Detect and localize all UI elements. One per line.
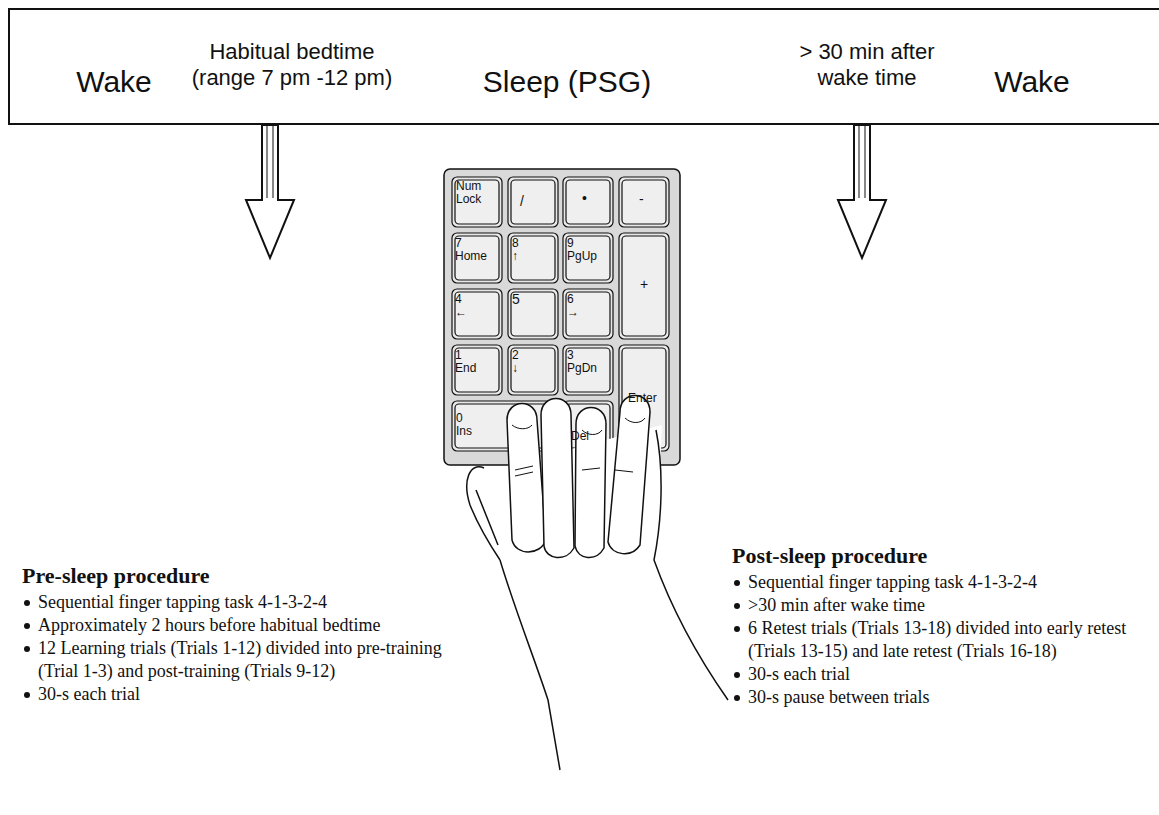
key-label: 9 PgUp bbox=[567, 237, 597, 263]
key bbox=[508, 233, 558, 283]
bullet-dot bbox=[24, 646, 30, 652]
bullet-dot bbox=[734, 580, 740, 586]
bullet-item: >30 min after wake time bbox=[732, 594, 1152, 617]
bullet-text: 12 Learning trials (Trials 1-12) divided… bbox=[38, 637, 462, 683]
block-arrow bbox=[838, 125, 886, 258]
key-face bbox=[511, 236, 555, 280]
procedure-block: Post-sleep procedureSequential finger ta… bbox=[732, 258, 1152, 709]
bullet-text: >30 min after wake time bbox=[748, 594, 1152, 617]
bullet-text: Approximately 2 hours before habitual be… bbox=[38, 614, 462, 637]
procedure-heading: Post-sleep procedure bbox=[732, 543, 1152, 569]
key bbox=[452, 177, 502, 227]
bullet-text: 30-s each trial bbox=[38, 683, 462, 706]
key-face bbox=[622, 236, 666, 336]
key bbox=[452, 345, 502, 395]
key-face bbox=[455, 348, 499, 392]
key-label: 3 PgDn bbox=[567, 349, 597, 375]
key-label: Del bbox=[571, 430, 589, 443]
key bbox=[508, 177, 558, 227]
bullet-item: 30-s each trial bbox=[22, 683, 462, 706]
bullet-dot bbox=[734, 626, 740, 632]
bullet-text: 30-s pause between trials bbox=[748, 686, 1152, 709]
bullet-item: 6 Retest trials (Trials 13-18) divided i… bbox=[732, 617, 1152, 663]
bullet-text: Sequential finger tapping task 4-1-3-2-4 bbox=[748, 571, 1152, 594]
key-label: 5 bbox=[512, 293, 520, 306]
bullet-item: 12 Learning trials (Trials 1-12) divided… bbox=[22, 637, 462, 683]
key bbox=[619, 177, 669, 227]
key-label: 2 ↓ bbox=[512, 349, 519, 375]
key-label: 6 → bbox=[567, 293, 579, 319]
key-face bbox=[566, 180, 610, 224]
key-face bbox=[511, 348, 555, 392]
key-face bbox=[566, 292, 610, 336]
key-face bbox=[455, 404, 555, 448]
key-label: 8 ↑ bbox=[512, 237, 519, 263]
bullet-item: Sequential finger tapping task 4-1-3-2-4 bbox=[732, 571, 1152, 594]
bullet-dot bbox=[24, 623, 30, 629]
key-label: - bbox=[639, 193, 644, 206]
key-label: • bbox=[582, 192, 587, 205]
key-face bbox=[622, 180, 666, 224]
key-label: 4 ← bbox=[455, 293, 467, 319]
bullet-text: Sequential finger tapping task 4-1-3-2-4 bbox=[38, 591, 462, 614]
timeline-band: Wake Habitual bedtime (range 7 pm -12 pm)… bbox=[8, 8, 1159, 125]
key-label: 1 End bbox=[455, 349, 476, 375]
timeline-label: Wake bbox=[994, 65, 1070, 99]
bullet-dot bbox=[24, 600, 30, 606]
key bbox=[452, 289, 502, 339]
bullet-item: 30-s each trial bbox=[732, 663, 1152, 686]
key bbox=[452, 233, 502, 283]
bullet-dot bbox=[734, 603, 740, 609]
block-arrow bbox=[246, 125, 294, 258]
timeline-label: Sleep (PSG) bbox=[483, 65, 651, 99]
key bbox=[563, 233, 613, 283]
bullet-dot bbox=[734, 695, 740, 701]
key-face bbox=[566, 348, 610, 392]
key-label: + bbox=[640, 278, 648, 291]
key-face bbox=[566, 236, 610, 280]
bullet-text: 30-s each trial bbox=[748, 663, 1152, 686]
timeline-label: > 30 min after wake time bbox=[782, 39, 952, 91]
bullet-dot bbox=[24, 692, 30, 698]
key bbox=[563, 177, 613, 227]
key-label: 7 Home bbox=[455, 237, 487, 263]
key-face bbox=[455, 180, 499, 224]
procedure-block: Pre-sleep procedureSequential finger tap… bbox=[22, 258, 462, 706]
bullet-item: Approximately 2 hours before habitual be… bbox=[22, 614, 462, 637]
key-face bbox=[455, 236, 499, 280]
procedure-heading: Pre-sleep procedure bbox=[22, 563, 462, 589]
key-label: / bbox=[520, 195, 524, 208]
key bbox=[563, 345, 613, 395]
key bbox=[508, 289, 558, 339]
bullet-item: 30-s pause between trials bbox=[732, 686, 1152, 709]
bullet-item: Sequential finger tapping task 4-1-3-2-4 bbox=[22, 591, 462, 614]
key-face bbox=[511, 180, 555, 224]
key bbox=[508, 345, 558, 395]
key-label: 0 Ins bbox=[456, 412, 472, 438]
timeline-label: Wake bbox=[76, 65, 152, 99]
key bbox=[619, 233, 669, 339]
key-face bbox=[511, 292, 555, 336]
bullet-text: 6 Retest trials (Trials 13-18) divided i… bbox=[748, 617, 1152, 663]
timeline-label: Habitual bedtime (range 7 pm -12 pm) bbox=[182, 39, 402, 91]
hand bbox=[467, 396, 728, 771]
key-label: Enter bbox=[628, 392, 657, 405]
key-face bbox=[455, 292, 499, 336]
bullet-dot bbox=[734, 672, 740, 678]
key-label: Num Lock bbox=[456, 180, 481, 206]
key bbox=[563, 289, 613, 339]
